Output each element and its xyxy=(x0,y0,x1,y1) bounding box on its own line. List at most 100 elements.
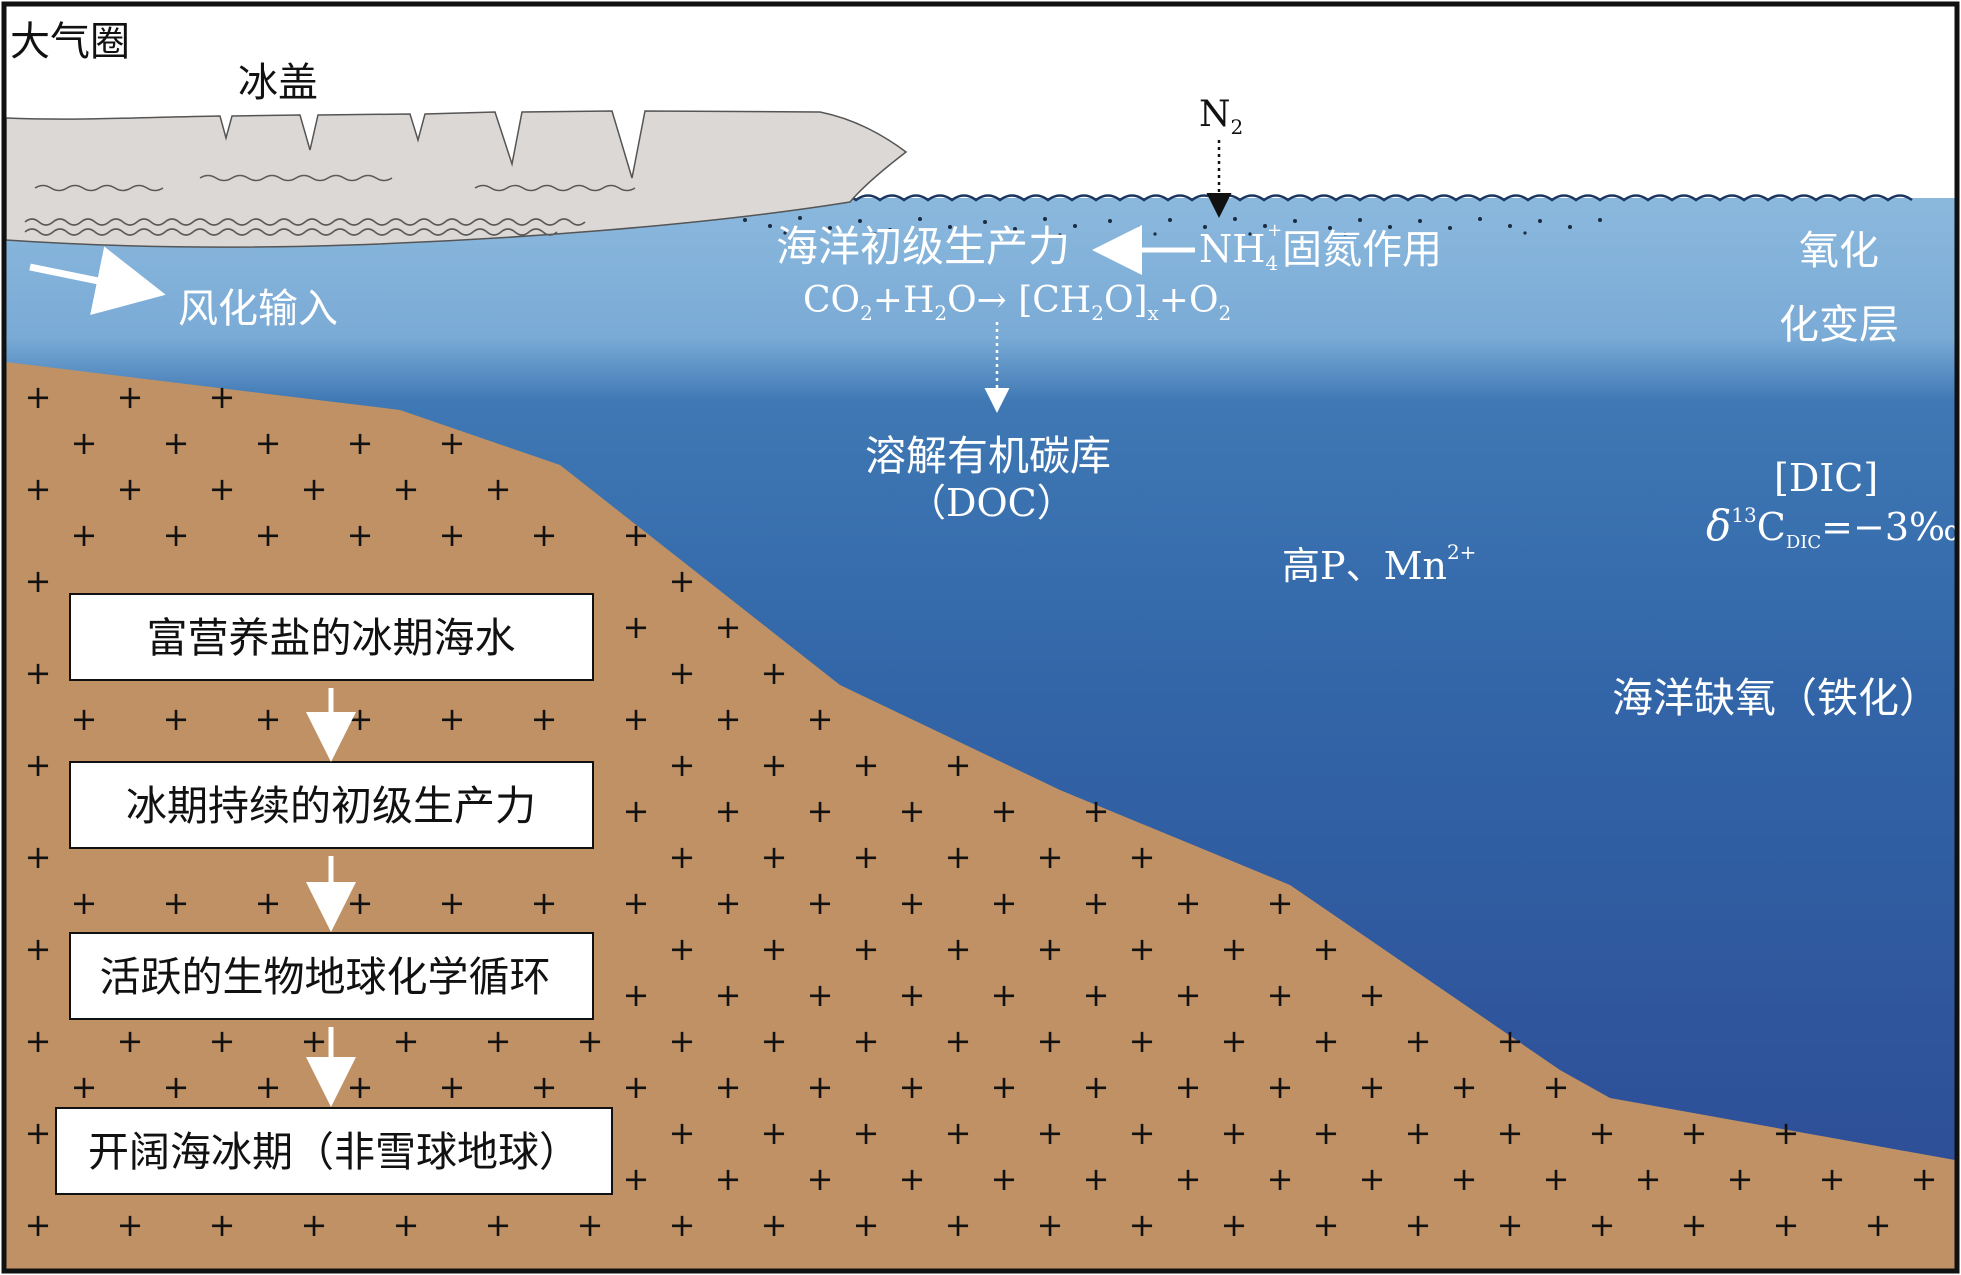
cross-symbol: + xyxy=(485,470,512,508)
cross-symbol: + xyxy=(807,792,834,830)
cross-symbol: + xyxy=(1359,1160,1386,1198)
cross-symbol: + xyxy=(853,1114,880,1152)
ice-sheet xyxy=(5,110,908,248)
cross-symbol: + xyxy=(1037,1206,1064,1244)
doc-pool-label-line1: 溶解有机碳库 xyxy=(865,432,1111,480)
cross-symbol: + xyxy=(301,1206,328,1244)
cross-symbol: + xyxy=(623,792,650,830)
oxidized-label: 氧化 xyxy=(1799,228,1879,274)
cross-symbol: + xyxy=(255,700,282,738)
cross-symbol: + xyxy=(715,976,742,1014)
cross-symbol: + xyxy=(899,884,926,922)
doc-pool-label-line2: （DOC） xyxy=(908,481,1075,525)
cross-symbol: + xyxy=(1175,976,1202,1014)
cross-symbol: + xyxy=(807,700,834,738)
cross-symbol: + xyxy=(117,1206,144,1244)
cross-symbol: + xyxy=(807,884,834,922)
cross-symbol: + xyxy=(1129,930,1156,968)
cross-symbol: + xyxy=(1497,1114,1524,1152)
cross-symbol: + xyxy=(1543,1068,1570,1106)
cross-symbol: + xyxy=(209,1206,236,1244)
cross-symbol: + xyxy=(853,1022,880,1060)
cross-symbol: + xyxy=(1267,1068,1294,1106)
cross-symbol: + xyxy=(25,838,52,876)
cross-symbol: + xyxy=(761,930,788,968)
cross-symbol: + xyxy=(991,792,1018,830)
photosynthesis-equation: CO2+H2O→ [CH2O]x+O2 xyxy=(803,280,1231,325)
cross-symbol: + xyxy=(899,976,926,1014)
cross-symbol: + xyxy=(25,930,52,968)
cross-symbol: + xyxy=(1083,1068,1110,1106)
cross-symbol: + xyxy=(163,884,190,922)
cross-symbol: + xyxy=(899,792,926,830)
high-p-mn-label: 高P、Mn2+ xyxy=(1282,540,1476,588)
cross-symbol: + xyxy=(761,654,788,692)
cross-symbol: + xyxy=(393,470,420,508)
flow-box-1 xyxy=(69,593,594,681)
sea-surface-wave xyxy=(759,194,1913,202)
cross-symbol: + xyxy=(1865,1206,1892,1244)
cross-symbol: + xyxy=(1313,1114,1340,1152)
cross-symbol: + xyxy=(1451,1160,1478,1198)
cross-symbol: + xyxy=(301,470,328,508)
cross-symbol: + xyxy=(715,700,742,738)
cross-symbol: + xyxy=(1313,1022,1340,1060)
cross-symbol: + xyxy=(1681,1206,1708,1244)
cross-symbol: + xyxy=(715,884,742,922)
dic-label: [DIC] xyxy=(1774,456,1878,500)
flow-box-2 xyxy=(69,761,594,849)
cross-symbol: + xyxy=(1359,976,1386,1014)
cross-symbol: + xyxy=(1037,1114,1064,1152)
cross-symbol: + xyxy=(71,884,98,922)
cross-symbol: + xyxy=(715,792,742,830)
cross-symbol: + xyxy=(1911,1160,1938,1198)
cross-symbol: + xyxy=(1681,1114,1708,1152)
flow-box-3 xyxy=(69,932,594,1020)
cross-symbol: + xyxy=(1313,930,1340,968)
cross-symbol: + xyxy=(255,1068,282,1106)
cross-symbol: + xyxy=(991,1068,1018,1106)
cross-symbol: + xyxy=(945,1206,972,1244)
cross-symbol: + xyxy=(1589,1114,1616,1152)
cross-symbol: + xyxy=(761,1022,788,1060)
plankton-dots xyxy=(743,216,1602,237)
cross-symbol: + xyxy=(1175,884,1202,922)
cross-symbol: + xyxy=(531,1068,558,1106)
cross-symbol: + xyxy=(255,516,282,554)
cross-symbol: + xyxy=(853,1206,880,1244)
cross-symbol: + xyxy=(1083,792,1110,830)
cross-symbol: + xyxy=(807,976,834,1014)
cross-symbol: + xyxy=(669,1206,696,1244)
cross-symbol: + xyxy=(991,884,1018,922)
cross-symbol: + xyxy=(439,516,466,554)
cross-symbol: + xyxy=(71,1068,98,1106)
cross-symbol: + xyxy=(1819,1160,1846,1198)
cross-symbol: + xyxy=(1083,976,1110,1014)
cross-symbol: + xyxy=(1037,838,1064,876)
cross-symbol: + xyxy=(1221,930,1248,968)
cross-symbol: + xyxy=(1451,1068,1478,1106)
cross-symbol: + xyxy=(807,1068,834,1106)
cross-symbol: + xyxy=(255,424,282,462)
nh4-label: NH4+ xyxy=(1199,220,1282,275)
cross-symbol: + xyxy=(25,470,52,508)
cross-symbol: + xyxy=(1267,1160,1294,1198)
cross-symbol: + xyxy=(117,1022,144,1060)
cross-symbol: + xyxy=(531,516,558,554)
cross-symbol: + xyxy=(485,1022,512,1060)
cross-symbol: + xyxy=(117,378,144,416)
cross-symbol: + xyxy=(1129,1206,1156,1244)
cross-symbol: + xyxy=(393,1022,420,1060)
cross-symbol: + xyxy=(991,1160,1018,1198)
chemocline-label: 化变层 xyxy=(1779,302,1899,348)
cross-symbol: + xyxy=(25,1206,52,1244)
cross-symbol: + xyxy=(347,884,374,922)
cross-symbol: + xyxy=(1129,838,1156,876)
cross-symbol: + xyxy=(899,1068,926,1106)
cross-symbol: + xyxy=(669,930,696,968)
cross-symbol: + xyxy=(807,1160,834,1198)
sediment-layer xyxy=(6,362,1955,1269)
cross-symbol: + xyxy=(163,700,190,738)
